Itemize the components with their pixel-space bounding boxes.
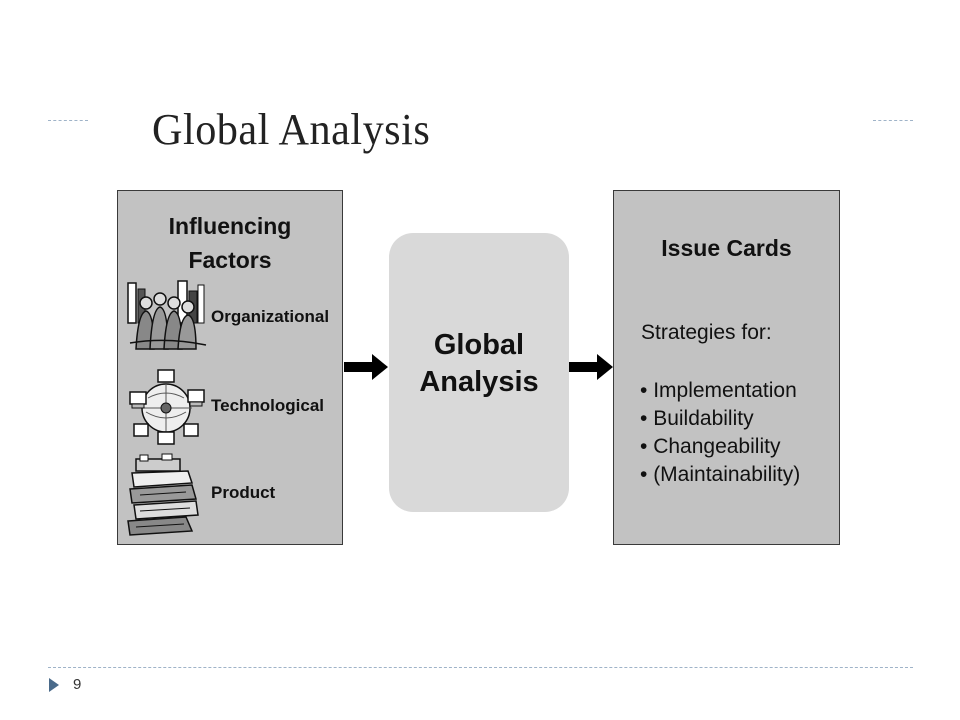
global-analysis-label: Global Analysis bbox=[419, 329, 539, 398]
issue-cards-panel: Issue Cards Strategies for: Implementati… bbox=[613, 190, 840, 545]
slide-title: Global Analysis bbox=[152, 105, 431, 154]
issue-cards-heading: Issue Cards bbox=[661, 235, 792, 261]
influencing-factors-heading: Influencing Factors bbox=[168, 213, 292, 273]
strategy-item: Buildability bbox=[640, 405, 800, 433]
page-number: 9 bbox=[73, 676, 82, 693]
network-computers-icon bbox=[129, 369, 205, 445]
arrow-right-icon bbox=[569, 354, 613, 380]
strategy-item: Implementation bbox=[640, 377, 800, 405]
factor-label-organizational: Organizational bbox=[211, 307, 330, 326]
top-rule-right bbox=[873, 120, 913, 121]
strategy-item: Changeability bbox=[640, 433, 800, 461]
strategy-list: Implementation Buildability Changeabilit… bbox=[640, 377, 800, 489]
arrow-right-icon bbox=[344, 354, 388, 380]
factor-label-product: Product bbox=[211, 483, 276, 502]
factor-product: Product bbox=[118, 453, 342, 536]
strategies-heading: Strategies for: bbox=[641, 321, 772, 344]
factor-organizational: Organizational bbox=[118, 279, 342, 359]
stacked-books-icon bbox=[127, 453, 199, 536]
top-rule-left bbox=[48, 120, 88, 121]
global-analysis-box: Global Analysis bbox=[389, 233, 569, 512]
bottom-rule bbox=[48, 667, 913, 668]
factor-label-technological: Technological bbox=[211, 396, 325, 415]
triangle-bullet-icon bbox=[49, 678, 59, 692]
factor-technological: Technological bbox=[118, 368, 342, 448]
people-group-icon bbox=[127, 280, 207, 350]
influencing-factors-panel: Influencing Factors Organizational bbox=[117, 190, 343, 545]
strategy-item: (Maintainability) bbox=[640, 461, 800, 489]
